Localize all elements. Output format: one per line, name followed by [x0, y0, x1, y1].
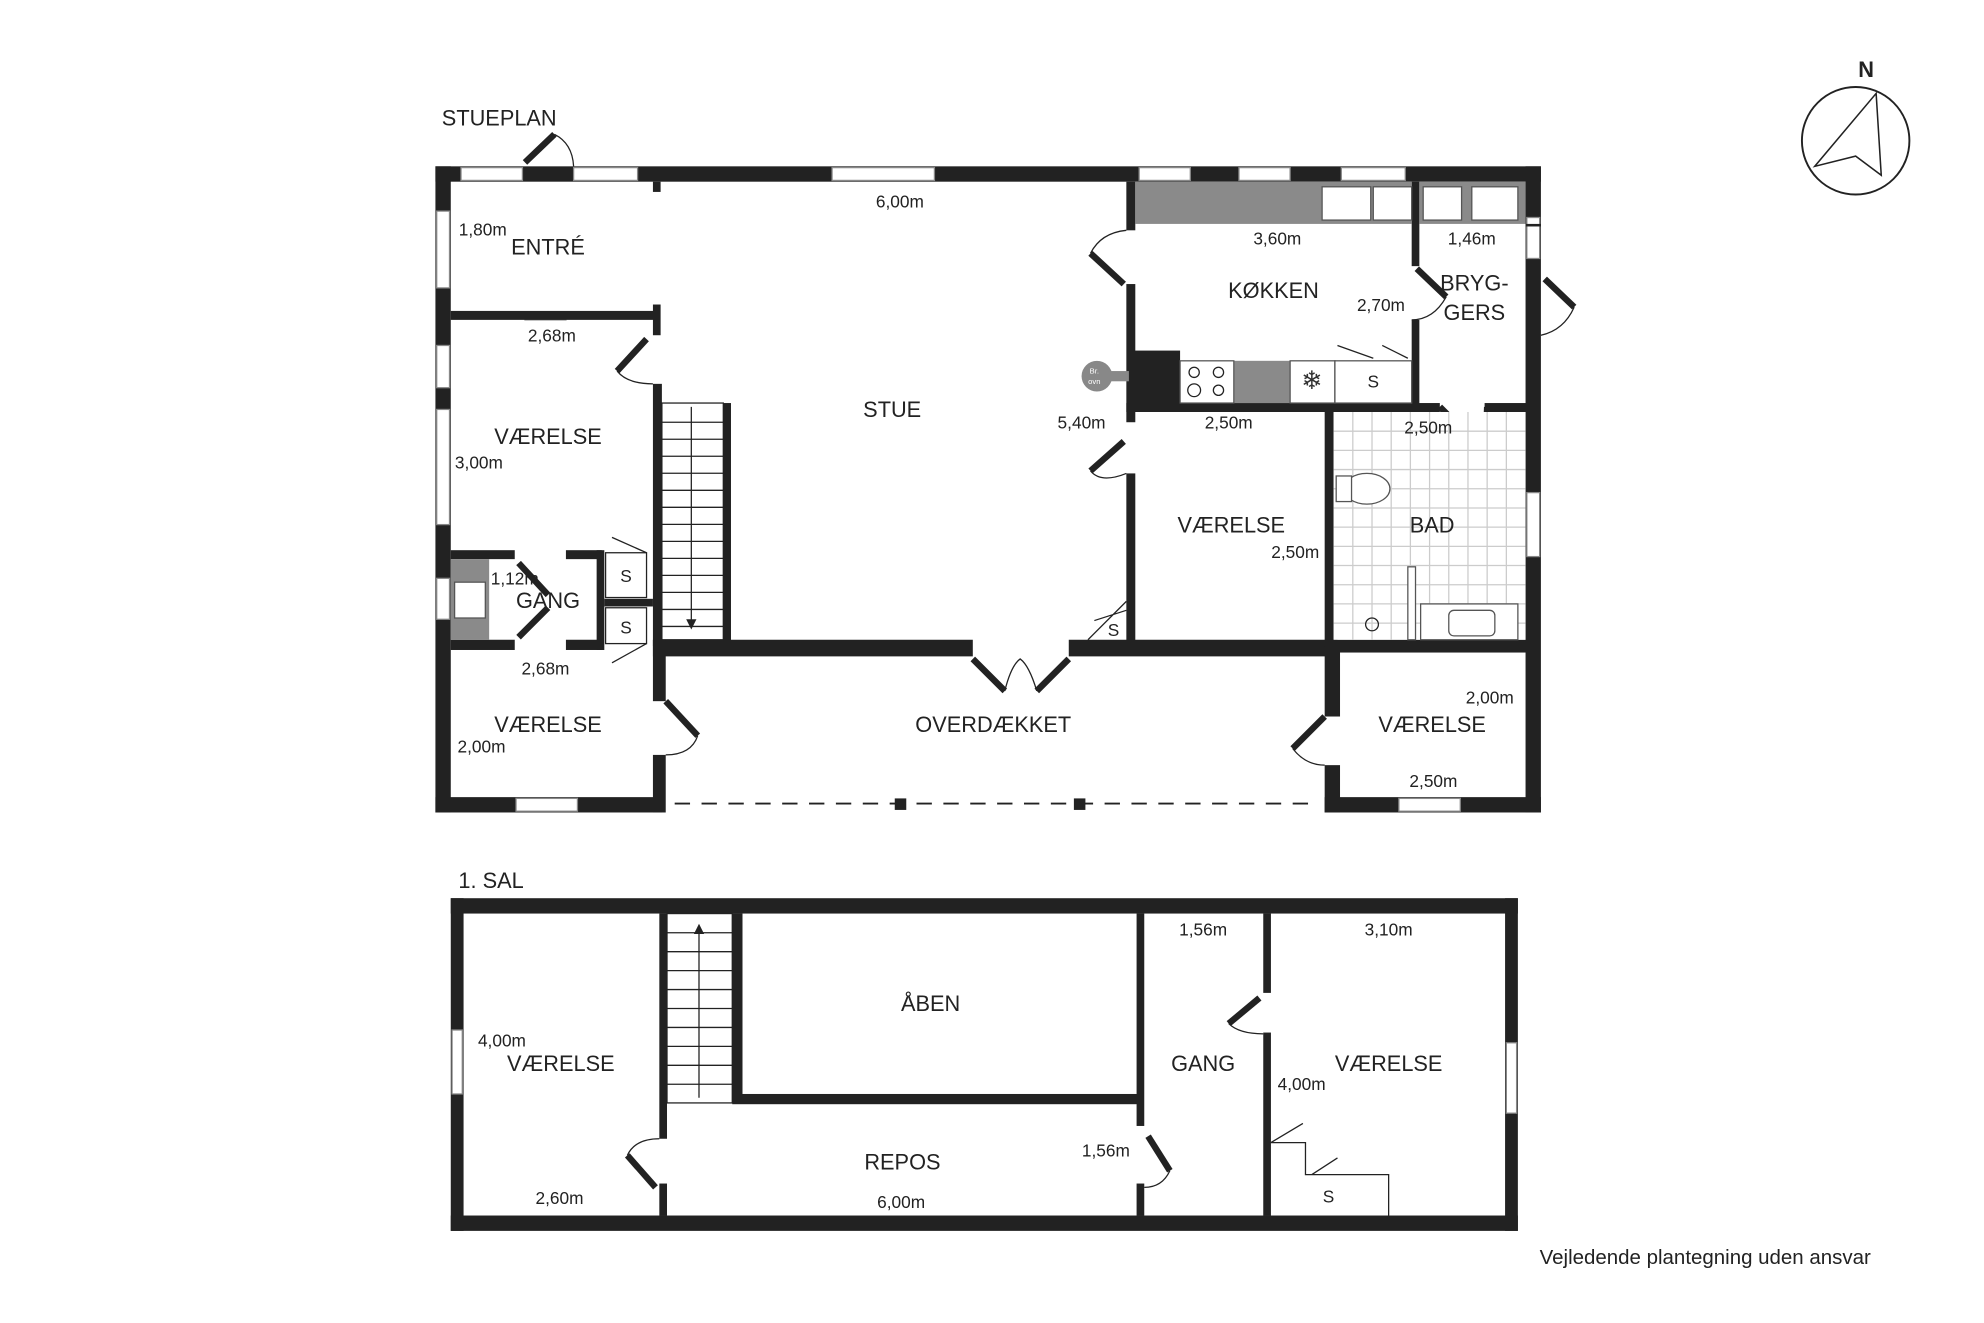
dimension-label: 2,50m — [1205, 413, 1253, 433]
storage-outline — [1270, 1122, 1390, 1216]
stove-label: Br. — [1090, 367, 1099, 376]
dimension-label: 2,00m — [1466, 688, 1514, 708]
room-label-vaerelse: VÆRELSE — [1177, 512, 1285, 537]
room-label-bryggers: BRYG- — [1440, 270, 1508, 295]
dimension-label: 3,00m — [455, 452, 503, 472]
room-label-vaerelse: VÆRELSE — [494, 424, 602, 449]
room-label-vaerelse: VÆRELSE — [494, 712, 602, 737]
utility-sink-icon — [1471, 186, 1519, 221]
post — [1073, 798, 1086, 810]
fixtures: ❄ Br. ovn — [450, 181, 1526, 810]
first-floor: 1. SAL — [450, 868, 1518, 1231]
stove-icon — [1179, 360, 1235, 404]
room-label-stue: STUE — [863, 397, 921, 422]
chimney — [1128, 350, 1181, 407]
dimension-label: 3,10m — [1365, 919, 1413, 939]
ground-floor-title: STUEPLAN — [442, 105, 557, 130]
room-label-vaerelse: VÆRELSE — [1378, 712, 1486, 737]
dimension-label: 4,00m — [1278, 1074, 1326, 1094]
storage-label: S — [1368, 372, 1380, 392]
room-label-aaben: ÅBEN — [901, 991, 960, 1016]
dimension-label: 2,68m — [528, 326, 576, 346]
room-label-koekken: KØKKEN — [1228, 278, 1319, 303]
svg-text:❄: ❄ — [1301, 366, 1322, 396]
dimension-label: 5,40m — [1058, 413, 1106, 433]
dishwasher-icon — [1372, 186, 1413, 221]
storage-label: S — [1323, 1187, 1335, 1207]
storage-label: S — [620, 617, 632, 637]
dimension-label: 2,50m — [1271, 542, 1319, 562]
interior-walls — [659, 913, 1271, 1216]
doors[interactable] — [624, 995, 1264, 1190]
first-floor-title: 1. SAL — [458, 868, 523, 893]
compass-arrow-icon — [1812, 91, 1883, 177]
staircase-ground — [661, 402, 724, 641]
dimension-label: 4,00m — [478, 1031, 526, 1051]
dimension-label: 6,00m — [876, 191, 924, 211]
dimension-label: 1,56m — [1082, 1141, 1130, 1161]
washing-machine-icon — [1422, 186, 1463, 221]
dimension-label: 1,56m — [1179, 919, 1227, 939]
shower-icon — [1364, 617, 1380, 632]
north-label: N — [1858, 57, 1874, 82]
dimension-label: 2,50m — [1409, 771, 1457, 791]
disclaimer: Vejledende plantegning uden ansvar — [1540, 1246, 1871, 1269]
room-label-bryggers: GERS — [1444, 300, 1506, 325]
staircase-upper — [666, 912, 733, 1104]
storage-label: S — [1108, 620, 1120, 640]
stove-label: ovn — [1088, 377, 1100, 386]
entry-door[interactable] — [522, 132, 557, 165]
room-label-vaerelse: VÆRELSE — [1335, 1051, 1443, 1076]
dimension-label: 1,80m — [459, 219, 507, 239]
outer-walls — [450, 898, 1518, 1231]
room-label-entre: ENTRÉ — [511, 235, 585, 260]
washbasin-icon — [453, 581, 486, 619]
north-compass: N — [1800, 57, 1911, 196]
room-label-gang: GANG — [516, 588, 580, 613]
room-label-overdaekket: OVERDÆKKET — [915, 712, 1071, 737]
dimension-label: 2,60m — [536, 1188, 584, 1208]
dimension-label: 2,50m — [1404, 418, 1452, 438]
post — [894, 798, 907, 810]
dimension-label: 2,68m — [521, 658, 569, 678]
room-label-repos: REPOS — [864, 1149, 940, 1174]
storage-label: S — [620, 566, 632, 586]
fridge-icon — [1289, 360, 1336, 404]
room-label-vaerelse: VÆRELSE — [507, 1051, 615, 1076]
dimension-label: 2,70m — [1357, 295, 1405, 315]
room-label-gang: GANG — [1171, 1051, 1235, 1076]
room-label-bad: BAD — [1410, 512, 1455, 537]
interior-walls — [450, 181, 1541, 813]
dimension-label: 2,00m — [457, 736, 505, 756]
dimension-label: 1,12m — [491, 569, 539, 589]
dimension-label: 3,60m — [1253, 228, 1301, 248]
dimension-label: 6,00m — [877, 1192, 925, 1212]
ground-floor: STUEPLAN — [435, 105, 1577, 813]
dimension-label: 1,46m — [1448, 228, 1496, 248]
wood-stove-icon — [1081, 360, 1113, 392]
kitchen-sink-icon — [1321, 186, 1372, 221]
